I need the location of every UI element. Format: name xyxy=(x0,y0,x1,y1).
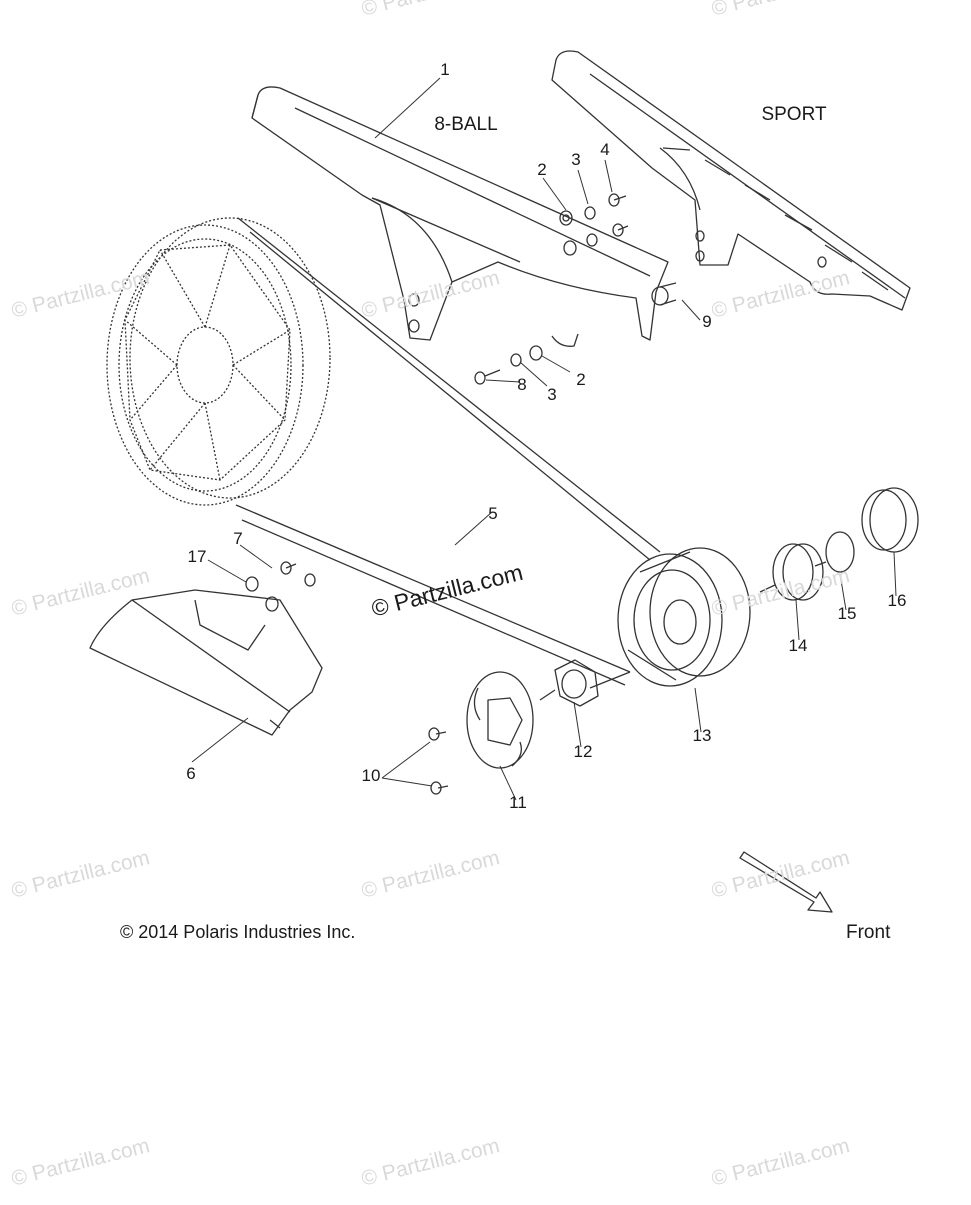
hardware xyxy=(245,193,677,795)
variant-title-8ball: 8-BALL xyxy=(434,114,498,135)
callout-8: 8 xyxy=(517,375,527,394)
copyright-text: © 2014 Polaris Industries Inc. xyxy=(120,922,356,942)
variant-title-sport: SPORT xyxy=(761,104,827,125)
callout-3: 3 xyxy=(547,385,557,404)
lock-plate-nut xyxy=(466,659,631,769)
leader-lines xyxy=(191,77,897,801)
callout-17: 17 xyxy=(187,547,207,566)
front-arrow xyxy=(739,851,833,913)
callout-11: 11 xyxy=(509,793,527,812)
callout-10: 10 xyxy=(361,766,381,785)
belt-guard-sport xyxy=(551,50,911,311)
callout-16: 16 xyxy=(887,591,907,610)
callout-6: 6 xyxy=(186,764,196,783)
front-label: Front xyxy=(846,922,891,943)
callout-3: 3 xyxy=(571,150,581,169)
callout-2: 2 xyxy=(537,160,547,179)
callout-15: 15 xyxy=(837,604,857,623)
lower-guard xyxy=(89,589,323,736)
drive-belt xyxy=(235,217,661,686)
callout-14: 14 xyxy=(788,636,808,655)
callout-4: 4 xyxy=(600,140,610,159)
callout-5: 5 xyxy=(488,504,498,523)
rear-pulley xyxy=(106,217,331,506)
callout-1: 1 xyxy=(440,60,450,79)
belt-guard-8ball xyxy=(251,86,669,347)
callout-9: 9 xyxy=(702,312,712,331)
callout-12: 12 xyxy=(573,742,593,761)
callout-13: 13 xyxy=(692,726,712,745)
callout-7: 7 xyxy=(233,529,243,548)
callout-2: 2 xyxy=(576,370,586,389)
front-sprocket xyxy=(617,547,751,687)
